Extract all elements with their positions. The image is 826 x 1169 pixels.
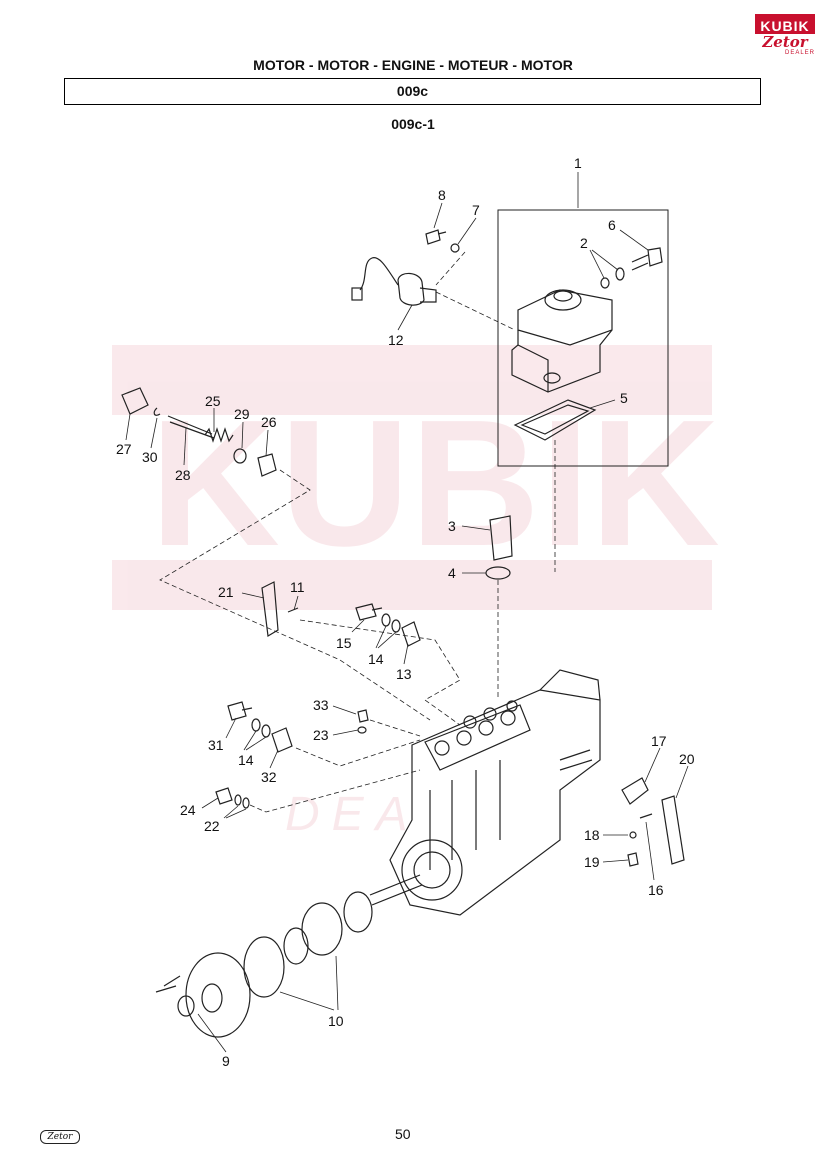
lever-part-20 bbox=[661, 795, 685, 865]
drive-gear-part-9 bbox=[155, 952, 251, 1038]
bolt-part-6 bbox=[631, 247, 663, 271]
washer-part-14b bbox=[391, 619, 401, 633]
callout-5: 5 bbox=[620, 390, 628, 406]
page-title: MOTOR - MOTOR - ENGINE - MOTEUR - MOTOR bbox=[253, 57, 573, 73]
injection-pump-body bbox=[369, 669, 601, 916]
pin-part-28 bbox=[167, 415, 215, 439]
washer-part-14d bbox=[261, 724, 271, 738]
cap-part-27 bbox=[121, 387, 149, 415]
fitting-part-26 bbox=[257, 453, 277, 477]
governor-housing-part bbox=[511, 289, 613, 393]
callout-2: 2 bbox=[580, 235, 588, 251]
callout-12: 12 bbox=[388, 332, 404, 348]
logo-dealer-text: DEALER bbox=[784, 50, 815, 56]
callout-3: 3 bbox=[448, 518, 456, 534]
callout-9: 9 bbox=[222, 1053, 230, 1069]
callout-8: 8 bbox=[438, 187, 446, 203]
callout-6: 6 bbox=[608, 217, 616, 233]
callout-4: 4 bbox=[448, 565, 456, 581]
gasket-part bbox=[513, 399, 597, 441]
gasket-inner bbox=[520, 404, 590, 435]
callout-22: 22 bbox=[204, 818, 220, 834]
page-number: 50 bbox=[395, 1126, 411, 1142]
screw-part-16 bbox=[639, 813, 653, 819]
callout-1: 1 bbox=[574, 155, 582, 171]
callout-7: 7 bbox=[472, 202, 480, 218]
banjo-bolt-part-31 bbox=[227, 701, 253, 721]
assembly-1-box bbox=[497, 209, 669, 467]
o-ring-part-10c bbox=[301, 902, 343, 956]
kubik-zetor-logo: KUBIK Zetor DEALER bbox=[755, 14, 815, 58]
section-code: 009c bbox=[396, 83, 429, 99]
callout-23: 23 bbox=[313, 727, 329, 743]
callout-29: 29 bbox=[234, 406, 250, 422]
washer-part-22b bbox=[242, 797, 250, 809]
callout-16: 16 bbox=[648, 882, 664, 898]
logo-kubik-text: KUBIK bbox=[755, 14, 815, 34]
clip-part-30 bbox=[153, 407, 161, 416]
washer-part-22a bbox=[234, 794, 242, 806]
callout-19: 19 bbox=[584, 854, 600, 870]
bearing-part bbox=[343, 891, 373, 933]
callout-leader-lines bbox=[125, 172, 689, 1053]
callout-18: 18 bbox=[584, 827, 600, 843]
callout-25: 25 bbox=[205, 393, 221, 409]
o-ring-part-10b bbox=[283, 927, 309, 965]
callout-11: 11 bbox=[290, 579, 305, 595]
footer-zetor-logo: Zetor bbox=[40, 1130, 80, 1144]
bolt-part-8 bbox=[425, 229, 447, 245]
washer-part-18 bbox=[629, 831, 637, 839]
callout-27: 27 bbox=[116, 441, 132, 457]
callout-labels: 1 2 3 4 5 6 7 8 9 10 11 12 13 14 14 15 1… bbox=[116, 155, 695, 1069]
callout-33: 33 bbox=[313, 697, 329, 713]
callout-28: 28 bbox=[175, 467, 191, 483]
solenoid-part bbox=[351, 257, 437, 306]
washer-part-14a bbox=[381, 613, 391, 627]
callout-14a: 14 bbox=[368, 651, 384, 667]
assembly-guide-lines bbox=[159, 251, 556, 813]
callout-10: 10 bbox=[328, 1013, 344, 1029]
screw-part-11 bbox=[287, 607, 299, 613]
callout-14b: 14 bbox=[238, 752, 254, 768]
callout-13: 13 bbox=[396, 666, 412, 682]
o-ring-part-29 bbox=[233, 448, 247, 464]
callout-32: 32 bbox=[261, 769, 277, 785]
washer-part-2b bbox=[615, 267, 625, 281]
callout-26: 26 bbox=[261, 414, 277, 430]
watermark-text: KUBIK bbox=[150, 383, 720, 584]
bolt-part-19 bbox=[627, 852, 639, 867]
callout-17: 17 bbox=[651, 733, 667, 749]
screw-part-33 bbox=[357, 709, 369, 723]
callout-31: 31 bbox=[208, 737, 224, 753]
spring-part-25 bbox=[204, 427, 234, 443]
bracket-part-17 bbox=[621, 777, 649, 805]
banjo-bolt-part-15 bbox=[355, 603, 383, 621]
washer-part-14c bbox=[251, 718, 261, 732]
callout-21: 21 bbox=[218, 584, 234, 600]
callout-30: 30 bbox=[142, 449, 158, 465]
section-code-box: 009c bbox=[64, 78, 761, 105]
o-ring-part-10a bbox=[243, 936, 285, 998]
washer-part-2 bbox=[600, 277, 610, 289]
callout-20: 20 bbox=[679, 751, 695, 767]
logo-zetor-text: Zetor bbox=[762, 33, 808, 51]
fitting-part-13 bbox=[401, 621, 421, 647]
fitting-part-32 bbox=[271, 727, 293, 753]
valve-part-3 bbox=[489, 515, 513, 561]
diagram-code: 009c-1 bbox=[391, 116, 435, 132]
washer-part-23 bbox=[357, 726, 367, 734]
nut-part-7 bbox=[450, 243, 460, 253]
callout-24: 24 bbox=[180, 802, 196, 818]
bolt-part-24 bbox=[215, 787, 233, 805]
lever-part-21 bbox=[261, 581, 279, 637]
callout-15: 15 bbox=[336, 635, 352, 651]
